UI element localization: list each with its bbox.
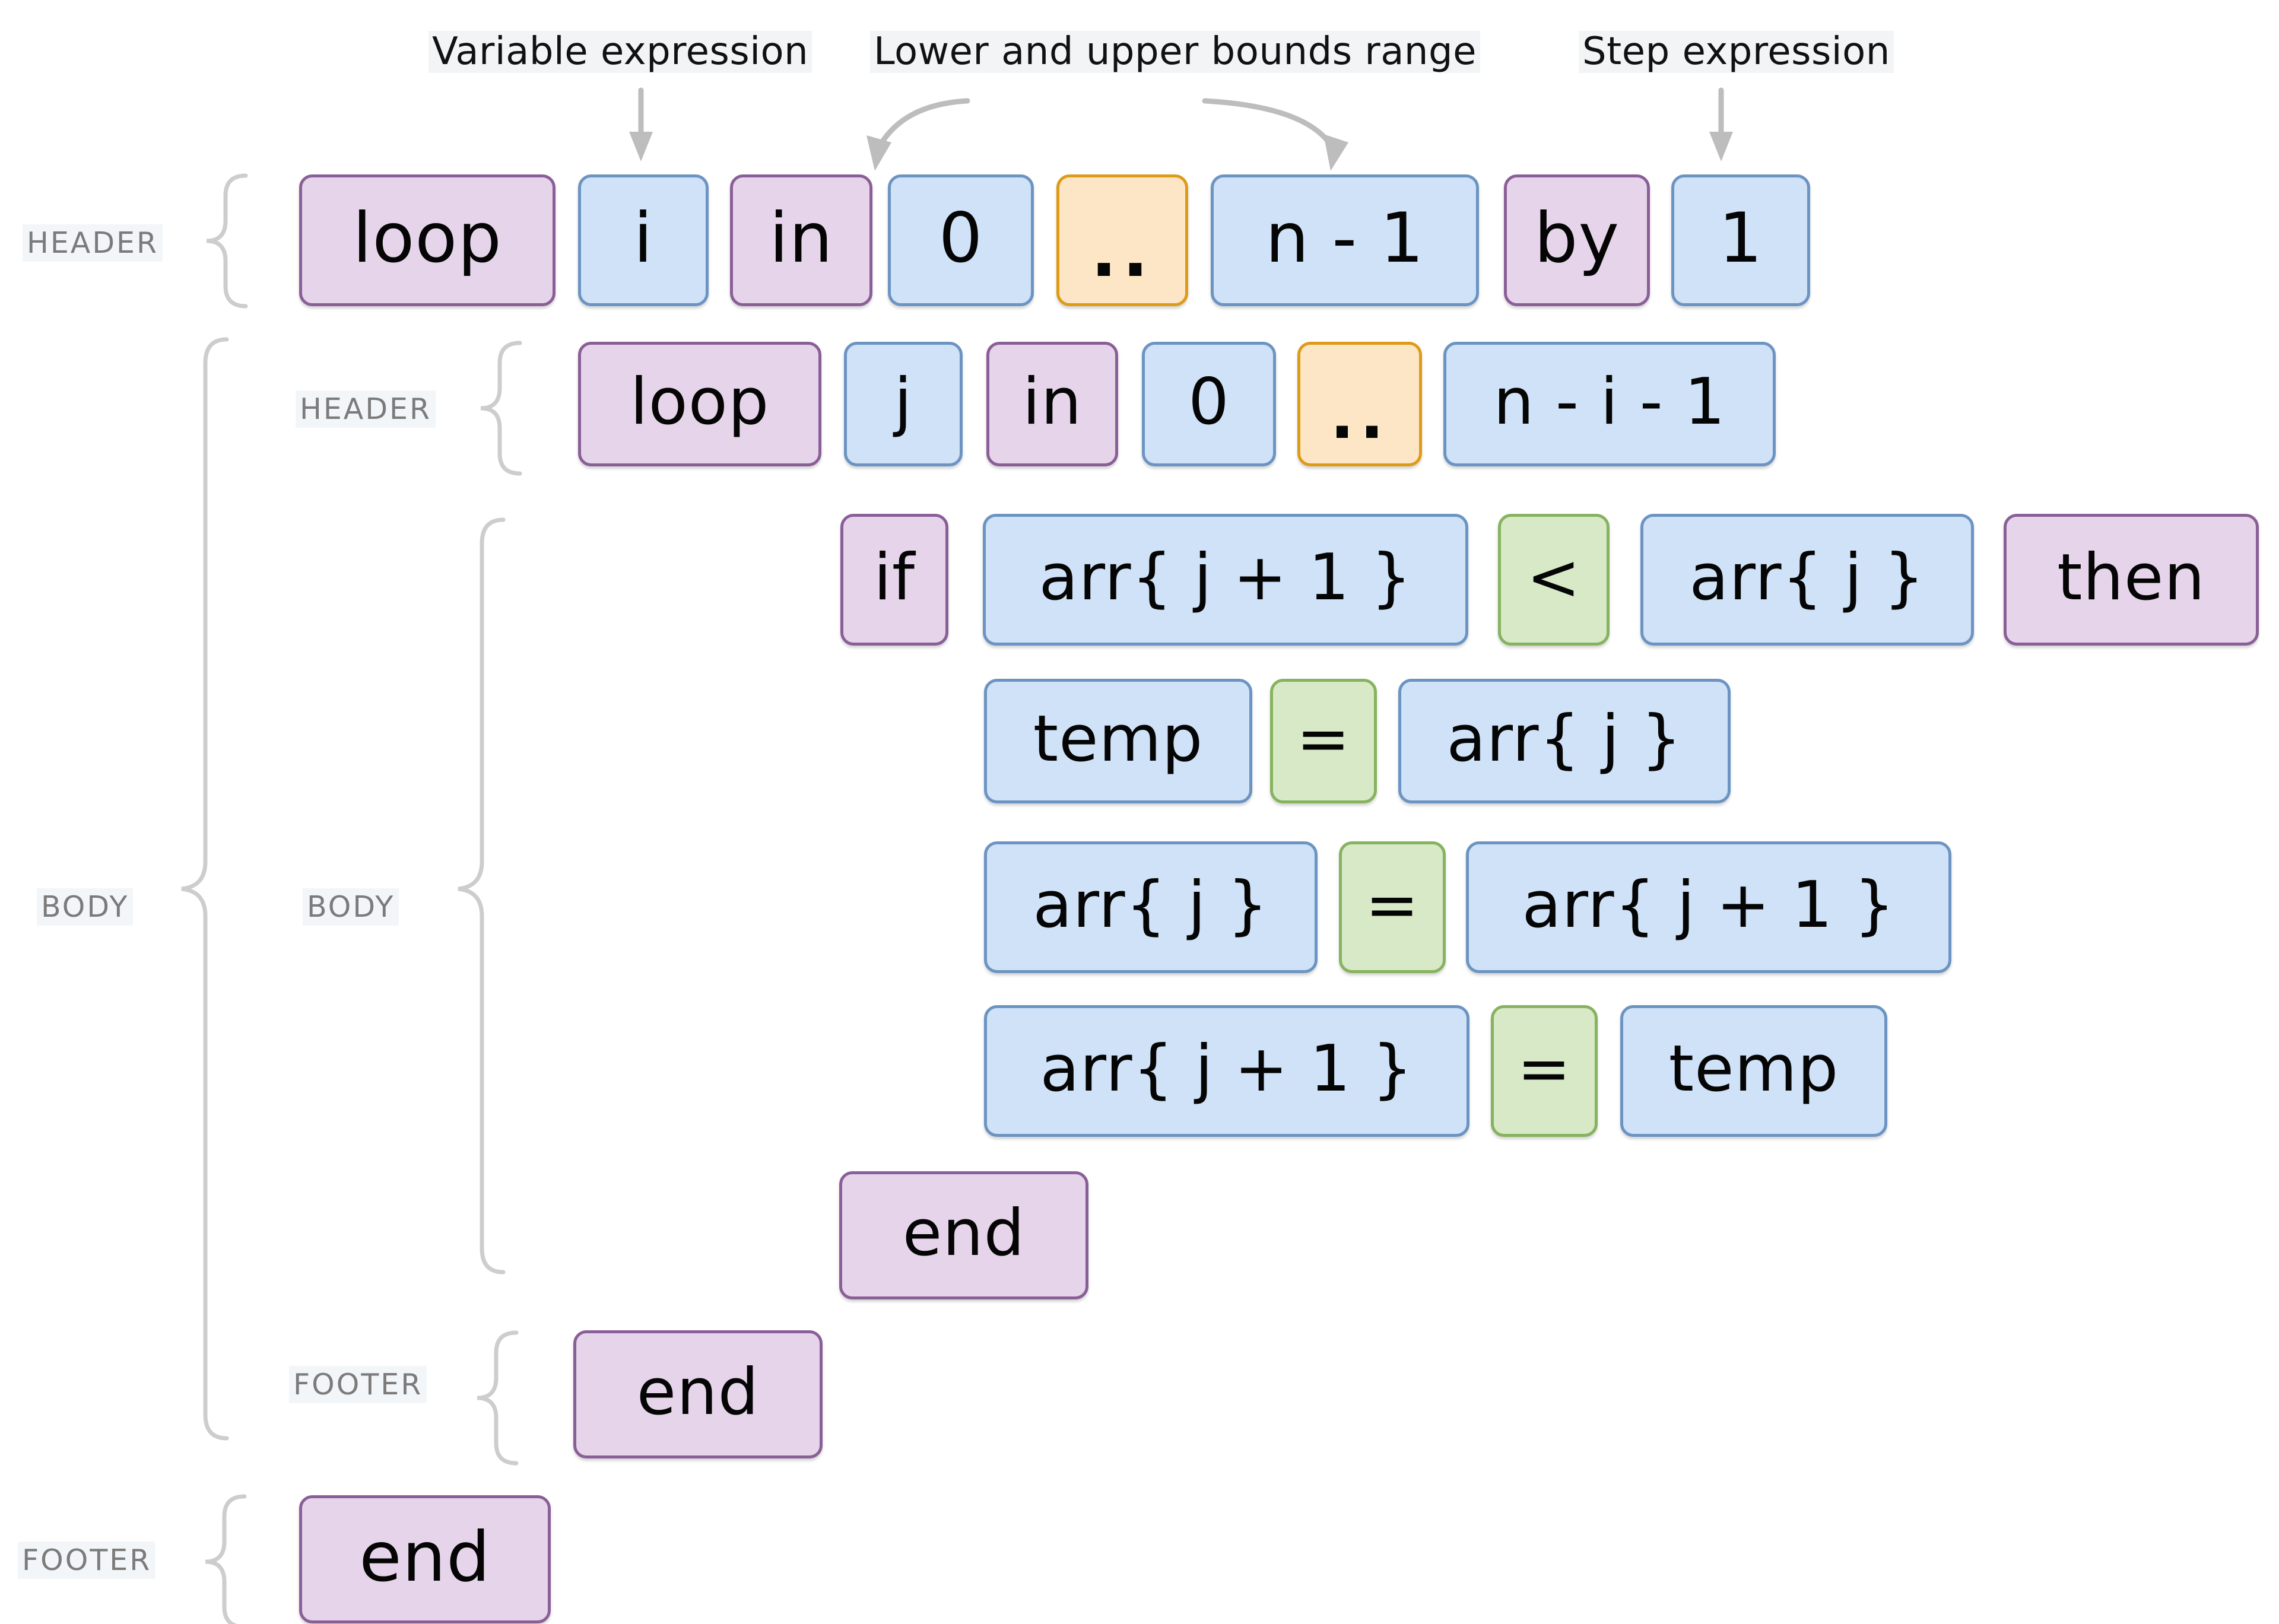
code-token[interactable]: loop	[299, 174, 556, 306]
code-token[interactable]: <	[1498, 514, 1610, 646]
code-token[interactable]: arr{ j }	[1640, 514, 1974, 646]
arrow-bounds-upper	[1202, 98, 1337, 154]
code-token-label: i	[633, 198, 653, 278]
code-token-label: end	[902, 1196, 1026, 1270]
code-token-label: if	[873, 540, 916, 615]
section-label-footer-outer: FOOTER	[18, 1542, 156, 1579]
code-token-label: then	[2057, 540, 2205, 615]
code-token-label: temp	[1668, 1031, 1839, 1106]
code-token[interactable]: arr{ j + 1 }	[984, 1005, 1469, 1137]
bracket-footer-inner	[477, 1330, 519, 1466]
code-token[interactable]: temp	[984, 679, 1252, 803]
code-token[interactable]: n - 1	[1211, 174, 1479, 306]
code-token-label: loop	[630, 364, 770, 439]
code-token[interactable]: j	[844, 342, 963, 466]
code-token-label: =	[1296, 701, 1351, 776]
code-token-label: n - i - 1	[1493, 364, 1726, 439]
code-token-label: 1	[1718, 198, 1763, 278]
code-token[interactable]: arr{ j }	[984, 841, 1318, 973]
code-token[interactable]: i	[578, 174, 709, 306]
code-token[interactable]: 1	[1671, 174, 1810, 306]
code-token-label: arr{ j }	[1446, 701, 1683, 776]
code-token[interactable]: =	[1270, 679, 1377, 803]
code-token[interactable]: =	[1339, 841, 1446, 973]
code-token-label: 0	[938, 198, 983, 278]
code-token[interactable]: arr{ j }	[1398, 679, 1731, 803]
code-token[interactable]: then	[2004, 514, 2259, 646]
annotation-step-expression: Step expression	[1579, 31, 1894, 74]
code-token[interactable]: end	[839, 1171, 1088, 1299]
code-token-label: in	[769, 198, 833, 278]
code-token[interactable]: end	[299, 1495, 551, 1623]
code-token[interactable]: ..	[1297, 342, 1422, 466]
section-label-body-outer: BODY	[37, 888, 134, 926]
code-token-label: arr{ j }	[1033, 867, 1269, 942]
annotation-bounds-range: Lower and upper bounds range	[870, 31, 1480, 74]
code-token[interactable]: in	[986, 342, 1118, 466]
code-token[interactable]: if	[840, 514, 948, 646]
annotation-variable-expression: Variable expression	[428, 31, 812, 74]
code-token[interactable]: arr{ j + 1 }	[983, 514, 1468, 646]
code-token-label: end	[636, 1355, 760, 1429]
section-label-body-inner: BODY	[303, 888, 399, 926]
section-label-header-outer: HEADER	[23, 224, 163, 262]
code-token-label: 0	[1188, 364, 1230, 439]
bracket-header-inner	[480, 341, 522, 476]
code-token[interactable]: 0	[1142, 342, 1276, 466]
code-token-label: in	[1022, 364, 1083, 439]
bracket-footer-outer	[205, 1494, 247, 1624]
code-token-label: arr{ j }	[1689, 540, 1925, 615]
code-token-label: =	[1517, 1031, 1572, 1106]
code-token[interactable]: arr{ j + 1 }	[1466, 841, 1951, 973]
bracket-body-outer	[181, 337, 229, 1441]
code-token[interactable]: ..	[1056, 174, 1188, 306]
code-token[interactable]: =	[1491, 1005, 1598, 1137]
code-token[interactable]: loop	[578, 342, 821, 466]
bracket-body-inner	[458, 517, 506, 1275]
code-token-label: end	[359, 1517, 491, 1597]
code-token[interactable]: by	[1504, 174, 1650, 306]
code-token-label: n - 1	[1265, 198, 1424, 278]
code-token[interactable]: 0	[888, 174, 1034, 306]
code-token-label: j	[894, 364, 913, 439]
code-token-label: =	[1365, 867, 1420, 942]
code-token-label: <	[1526, 540, 1581, 615]
code-token[interactable]: temp	[1620, 1005, 1887, 1137]
code-token-label: arr{ j + 1 }	[1040, 1031, 1414, 1106]
code-token-label: ..	[1090, 212, 1154, 293]
arrow-bounds-lower	[875, 98, 970, 151]
code-token-label: arr{ j + 1 }	[1039, 540, 1413, 615]
code-token[interactable]: n - i - 1	[1443, 342, 1776, 466]
code-token-label: ..	[1329, 379, 1390, 453]
code-token[interactable]: in	[730, 174, 872, 306]
bracket-header-outer	[206, 173, 248, 309]
code-token-label: loop	[353, 198, 502, 278]
section-label-footer-inner: FOOTER	[289, 1366, 427, 1403]
code-token-label: temp	[1033, 701, 1204, 776]
code-token[interactable]: end	[573, 1330, 823, 1458]
section-label-header-inner: HEADER	[296, 390, 436, 428]
code-token-label: by	[1534, 198, 1620, 278]
code-token-label: arr{ j + 1 }	[1522, 867, 1896, 942]
